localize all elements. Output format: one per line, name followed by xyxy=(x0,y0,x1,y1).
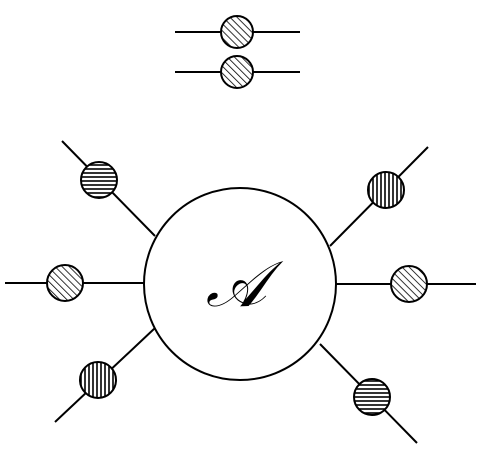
upper-right-leg-blob xyxy=(367,171,405,209)
central-amplitude: 𝒜 xyxy=(143,187,337,381)
top-propagator-blob-upper xyxy=(220,15,254,49)
lower-right-leg-blob xyxy=(353,378,391,416)
top-propagator xyxy=(175,15,300,89)
top-propagator-blob-lower xyxy=(220,55,254,89)
external-legs xyxy=(5,140,476,444)
lower-left-leg-blob xyxy=(79,361,117,399)
left-leg-blob xyxy=(46,264,84,302)
upper-left-leg-blob xyxy=(80,161,118,199)
central-amplitude-circle xyxy=(143,187,337,381)
right-leg-blob xyxy=(390,265,428,303)
